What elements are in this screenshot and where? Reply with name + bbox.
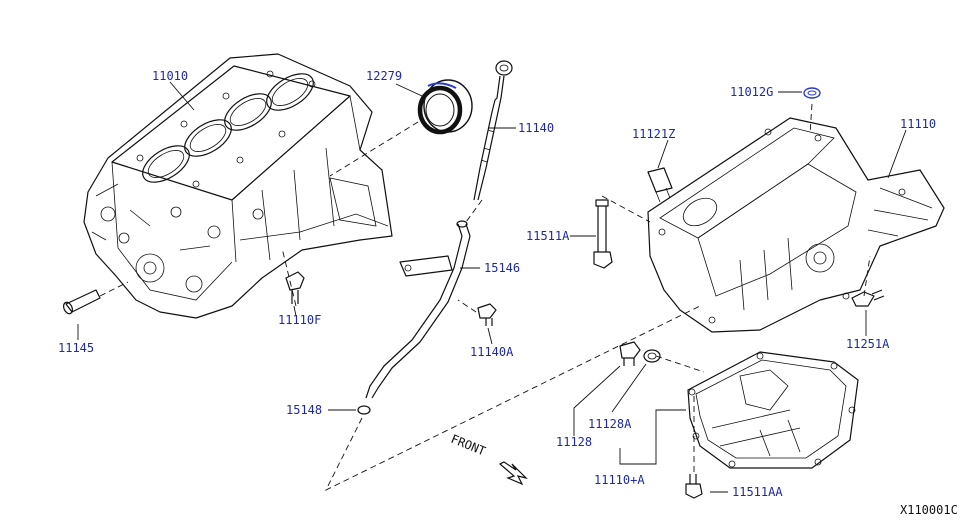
oil-dipstick[interactable]: [473, 60, 513, 201]
label-12279: 12279: [366, 69, 402, 83]
bolt-11251a[interactable]: [851, 289, 885, 307]
oil-baffle-strainer[interactable]: [647, 167, 673, 203]
front-arrow-icon: [498, 461, 528, 486]
bolt-11140a[interactable]: [477, 303, 497, 326]
label-11140: 11140: [518, 121, 554, 135]
bolt-11511aa[interactable]: [685, 474, 703, 499]
label-11128: 11128: [556, 435, 592, 449]
label-11511a: 11511A: [526, 229, 570, 243]
label-11012g: 11012G: [730, 85, 773, 99]
stud-11145[interactable]: [62, 289, 101, 315]
label-11140a: 11140A: [470, 345, 514, 359]
oil-pan-upper[interactable]: [647, 117, 945, 333]
label-11511aa: 11511AA: [732, 485, 783, 499]
drain-plug-washer[interactable]: [643, 349, 661, 363]
label-11110f: 11110F: [278, 313, 321, 327]
label-15148: 15148: [286, 403, 322, 417]
cylinder-block[interactable]: [83, 53, 393, 319]
front-label: FRONT: [449, 432, 488, 459]
o-ring-11012g[interactable]: [803, 87, 821, 99]
oil-pan-lower[interactable]: [687, 351, 859, 469]
label-11251a: 11251A: [846, 337, 890, 351]
label-11145: 11145: [58, 341, 94, 355]
label-11121z: 11121Z: [632, 127, 675, 141]
figure-code: X110001C: [900, 503, 958, 517]
label-11110-plus-a: 11110+A: [594, 473, 645, 487]
label-15146: 15146: [484, 261, 520, 275]
o-ring[interactable]: [357, 405, 371, 415]
label-11010: 11010: [152, 69, 188, 83]
assembly-guide-lines: [99, 103, 871, 491]
leader-lines: [77, 81, 907, 493]
dipstick-guide-tube[interactable]: [365, 220, 471, 399]
bolt-11110f[interactable]: [285, 271, 305, 304]
bolt-11511a[interactable]: [593, 199, 613, 269]
label-11110: 11110: [900, 117, 936, 131]
label-11128a: 11128A: [588, 417, 632, 431]
rear-oil-seal[interactable]: [417, 79, 473, 135]
drain-plug[interactable]: [619, 341, 641, 366]
